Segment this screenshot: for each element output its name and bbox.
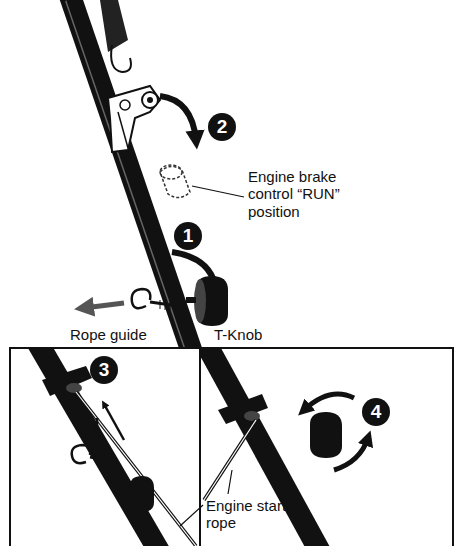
- inset-step-4: [218, 394, 268, 424]
- inset-step-3: [90, 457, 112, 461]
- inset-step-3: [76, 392, 196, 546]
- rope-guide-hook: [84, 289, 178, 310]
- t-knob: [186, 297, 196, 303]
- inset-step-4: [244, 411, 260, 421]
- inset-step-4: [204, 349, 368, 546]
- part-label: Engine brake control “RUN” position: [248, 168, 376, 220]
- brake-lever: [142, 92, 158, 108]
- brake-lever: [108, 86, 160, 152]
- inset-step-3: [96, 418, 99, 442]
- inset-step-3: [36, 349, 170, 546]
- brake-lever: [147, 97, 153, 103]
- run-position-outline: [160, 165, 182, 179]
- inset-step-3: [42, 366, 92, 396]
- callout-number: 4: [362, 398, 390, 426]
- cable-bracket: [60, 0, 66, 1]
- rope-guide-hook: [132, 289, 151, 308]
- leader-line: [180, 505, 203, 526]
- rope-guide-hook: [150, 302, 178, 306]
- brake-lever: [108, 86, 160, 152]
- inset-step-3: [76, 392, 196, 546]
- inset-step-3: [72, 445, 91, 463]
- inset-step-3: [36, 349, 196, 546]
- cable-bracket: [100, 0, 128, 52]
- cable-bracket: [60, 0, 131, 72]
- inset-step-4: [204, 420, 256, 500]
- run-position-outline: [160, 165, 190, 198]
- callout-number: 2: [208, 113, 236, 141]
- brake-lever: [120, 100, 130, 110]
- part-label: T-Knob: [214, 326, 262, 343]
- inset-step-4: [304, 394, 354, 410]
- cable-bracket: [111, 45, 131, 72]
- rope-guide-hook: [160, 300, 161, 309]
- inset-step-4: [310, 412, 342, 458]
- leader-line: [228, 470, 232, 494]
- rope-guide-hook: [170, 301, 171, 310]
- inset-step-3: [104, 404, 124, 440]
- rope-guide-hook: [84, 303, 124, 308]
- brake-lever: [118, 112, 128, 148]
- part-label: Engine starter rope: [206, 497, 302, 532]
- part-label: Rope guide: [70, 326, 147, 343]
- inset-step-4: [204, 420, 256, 500]
- leader-line: [192, 186, 244, 197]
- run-position-outline: [160, 166, 190, 197]
- inset-frame: [199, 348, 201, 546]
- inset-step-4: [334, 438, 368, 470]
- rope-guide-hook: [165, 300, 166, 310]
- callout-number: 1: [174, 222, 202, 250]
- t-knob: [186, 276, 228, 326]
- inset-step-3: [66, 383, 82, 393]
- inset-step-3: [130, 476, 154, 512]
- motion-arrow: [160, 96, 196, 140]
- callout-number: 3: [90, 356, 118, 384]
